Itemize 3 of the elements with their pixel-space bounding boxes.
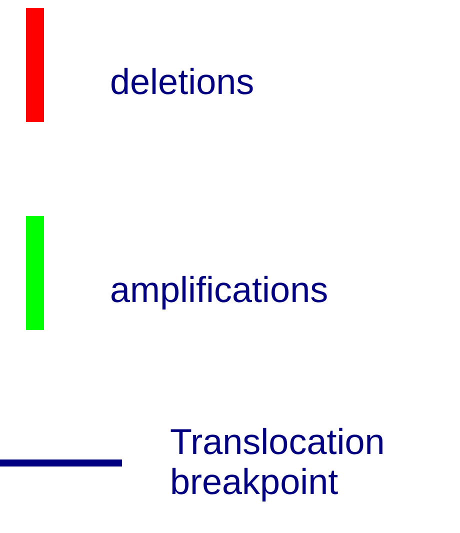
legend-label: amplifications	[110, 270, 328, 310]
legend-label: Translocation breakpoint	[170, 422, 386, 502]
legend-label: deletions	[110, 62, 254, 102]
